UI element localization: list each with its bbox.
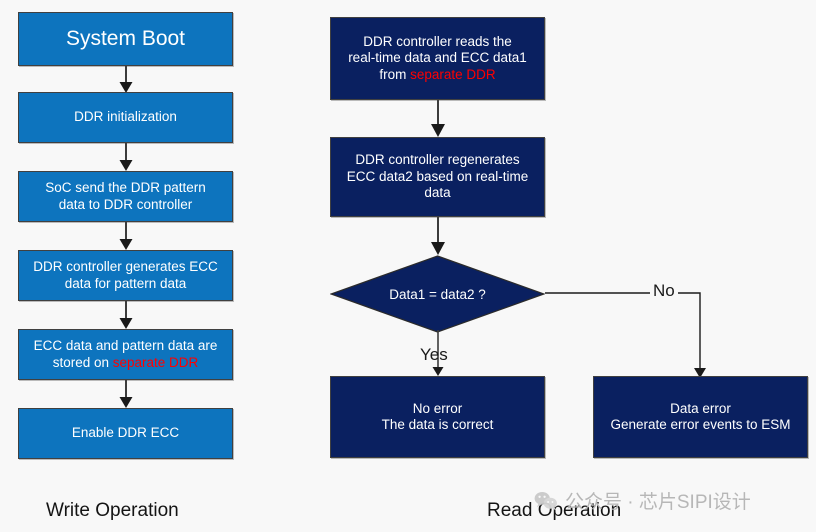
- node-ddr-regenerates-ecc[interactable]: DDR controller regenerates ECC data2 bas…: [330, 137, 545, 217]
- branch-label-yes: Yes: [420, 345, 448, 364]
- edge-generates-ecc-to-stored: [112, 301, 140, 329]
- node-label-line2: stored on: [52, 354, 113, 370]
- node-ddr-reads-data[interactable]: DDR controller reads the real-time data …: [330, 17, 545, 100]
- node-label-line2: The data is correct: [381, 417, 494, 432]
- node-label-highlight: separate DDR: [410, 66, 496, 82]
- node-system-boot[interactable]: System Boot: [18, 12, 233, 66]
- node-label: DDR controller reads the real-time data …: [342, 34, 533, 83]
- node-label-line1: DDR controller generates ECC: [33, 259, 218, 275]
- node-label-line1: ECC data and pattern data are: [33, 338, 218, 354]
- node-ddr-initialization[interactable]: DDR initialization: [18, 92, 233, 143]
- node-label-line1: DDR controller reads the: [363, 33, 512, 49]
- node-label-line3: from: [379, 66, 411, 82]
- edge-stored-to-enable-ecc: [112, 380, 140, 408]
- node-label-line2: Generate error events to ESM: [610, 417, 791, 432]
- edge-decision-yes: [430, 330, 446, 376]
- decision-data-compare[interactable]: Data1 = data2 ?: [330, 255, 545, 333]
- node-data-error[interactable]: Data error Generate error events to ESM: [593, 376, 808, 458]
- node-label-line2: real-time data and ECC data1: [348, 50, 527, 66]
- wechat-icon: [534, 491, 558, 511]
- node-soc-send-pattern[interactable]: SoC send the DDR pattern data to DDR con…: [18, 171, 233, 222]
- node-label: DDR initialization: [74, 109, 177, 125]
- edge-reads-to-regenerates: [424, 100, 452, 137]
- edge-ddr-init-to-soc-send: [112, 143, 140, 171]
- node-label-line3: data: [424, 185, 451, 201]
- node-enable-ddr-ecc[interactable]: Enable DDR ECC: [18, 408, 233, 459]
- node-label-line1: DDR controller regenerates: [355, 152, 520, 168]
- node-label: DDR controller generates ECC data for pa…: [27, 259, 224, 292]
- branch-label-no: No: [650, 281, 678, 301]
- node-label-line2: data for pattern data: [64, 275, 187, 291]
- node-label-line2: ECC data2 based on real-time: [346, 168, 529, 184]
- node-label-line1: No error: [412, 400, 463, 416]
- caption-read-operation: Read Operation: [487, 500, 622, 521]
- node-ddr-generates-ecc[interactable]: DDR controller generates ECC data for pa…: [18, 250, 233, 301]
- watermark: 公众号 · 芯片SIPI设计: [534, 487, 751, 514]
- node-label: System Boot: [65, 27, 186, 51]
- node-label: DDR controller regenerates ECC data2 bas…: [341, 152, 535, 201]
- node-ecc-stored-separate-ddr[interactable]: ECC data and pattern data are stored on …: [18, 329, 233, 380]
- node-label-line1: Data error: [670, 400, 731, 416]
- node-label: Enable DDR ECC: [71, 425, 180, 441]
- edge-decision-no: [545, 286, 711, 378]
- edge-regenerates-to-decision: [424, 217, 452, 255]
- node-label-line2: data to DDR controller: [58, 196, 193, 212]
- node-label-highlight: separate DDR: [112, 354, 199, 370]
- caption-write-operation: Write Operation: [46, 500, 179, 521]
- node-label: No error The data is correct: [376, 401, 500, 434]
- edge-system-boot-to-ddr-init: [112, 66, 140, 93]
- node-label: SoC send the DDR pattern data to DDR con…: [39, 180, 212, 213]
- node-label-line1: SoC send the DDR pattern: [45, 180, 206, 196]
- edge-soc-send-to-generates-ecc: [112, 222, 140, 250]
- node-label: Data error Generate error events to ESM: [604, 401, 796, 434]
- watermark-text: 公众号 · 芯片SIPI设计: [565, 492, 751, 513]
- node-label: ECC data and pattern data are stored on …: [28, 338, 224, 371]
- node-no-error[interactable]: No error The data is correct: [330, 376, 545, 458]
